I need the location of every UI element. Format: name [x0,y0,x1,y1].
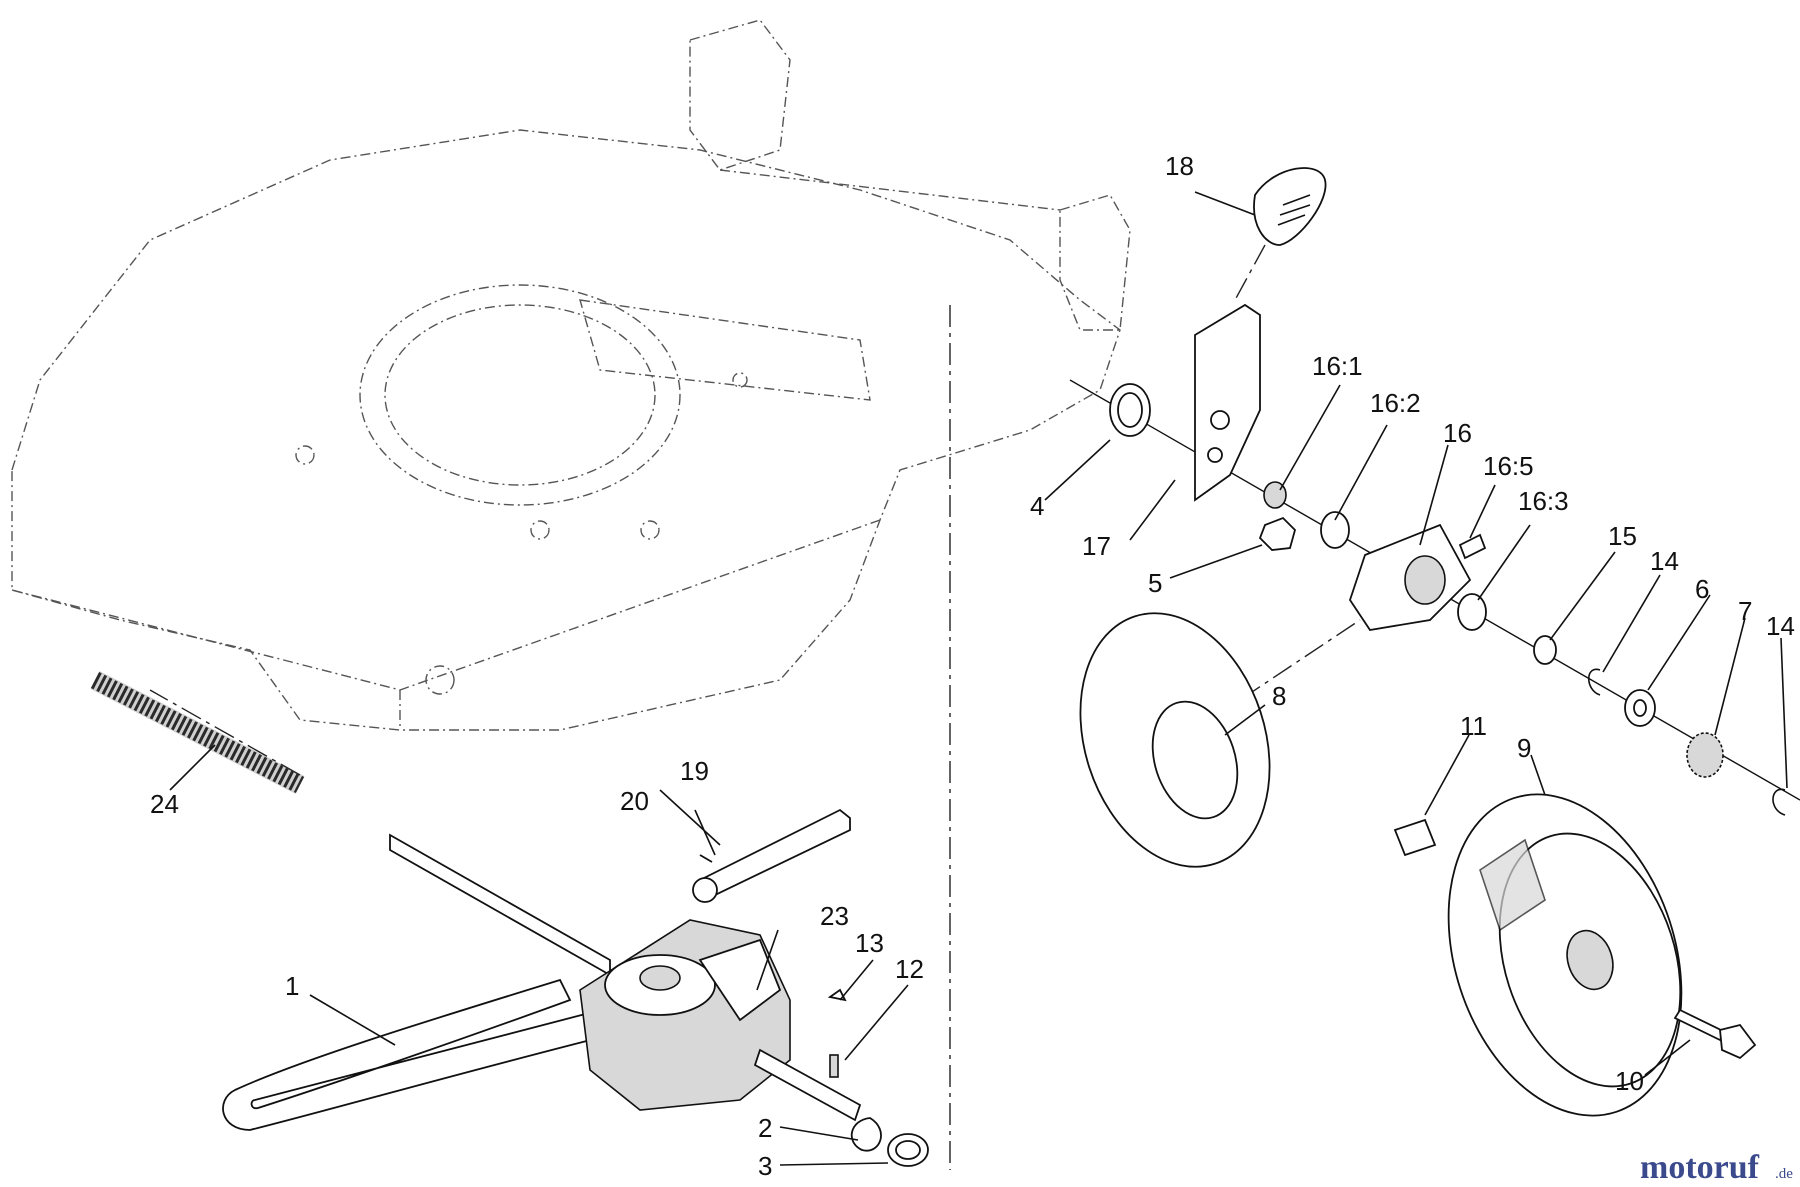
shift-lever-part [692,808,851,903]
wheel-cover-part [1079,612,1271,868]
callout-16-2: 16:2 [1370,388,1421,418]
callout-5: 5 [1148,568,1162,598]
callout-15: 15 [1608,521,1637,551]
callout-14-a: 14 [1650,546,1679,576]
callout-11: 11 [1460,711,1487,741]
axle-assembly-parts [1109,167,1786,816]
callout-labels: 18 4 17 5 16:1 16:2 16 16:5 16:3 15 14 6… [150,151,1795,1181]
wheel-part [1447,793,1683,1117]
callout-9: 9 [1517,733,1531,763]
callout-4: 4 [1030,491,1044,521]
wheel-bolt-part [1673,1008,1727,1042]
callout-23: 23 [820,901,849,931]
callout-16: 16 [1443,418,1472,448]
callout-13: 13 [855,928,884,958]
mower-deck-outline [11,19,1131,731]
motoruf-watermark: motoruf .de [1640,1149,1793,1186]
wheel-bolt-head [1719,1023,1757,1060]
callout-6: 6 [1695,574,1709,604]
callout-3: 3 [758,1151,772,1181]
callout-16-1: 16:1 [1312,351,1363,381]
watermark-tld: .de [1775,1166,1793,1182]
gearbox-part [579,919,862,1122]
wheel-bushing-part [1393,818,1437,857]
watermark-brand: motoruf [1640,1149,1760,1186]
callout-12: 12 [895,954,924,984]
callout-2: 2 [758,1113,772,1143]
callout-20: 20 [620,786,649,816]
callout-10: 10 [1615,1066,1644,1096]
callout-1: 1 [285,971,299,1001]
leader-lines [169,191,1788,1166]
small-hardware-parts [827,988,929,1167]
spring-part [90,671,305,794]
callout-16-3: 16:3 [1518,486,1569,516]
callout-8: 8 [1272,681,1286,711]
callout-24: 24 [150,789,179,819]
callout-16-5: 16:5 [1483,451,1534,481]
callout-17: 17 [1082,531,1111,561]
callout-18: 18 [1165,151,1194,181]
callout-14-b: 14 [1766,611,1795,641]
callout-7: 7 [1738,596,1752,626]
callout-19: 19 [680,756,709,786]
